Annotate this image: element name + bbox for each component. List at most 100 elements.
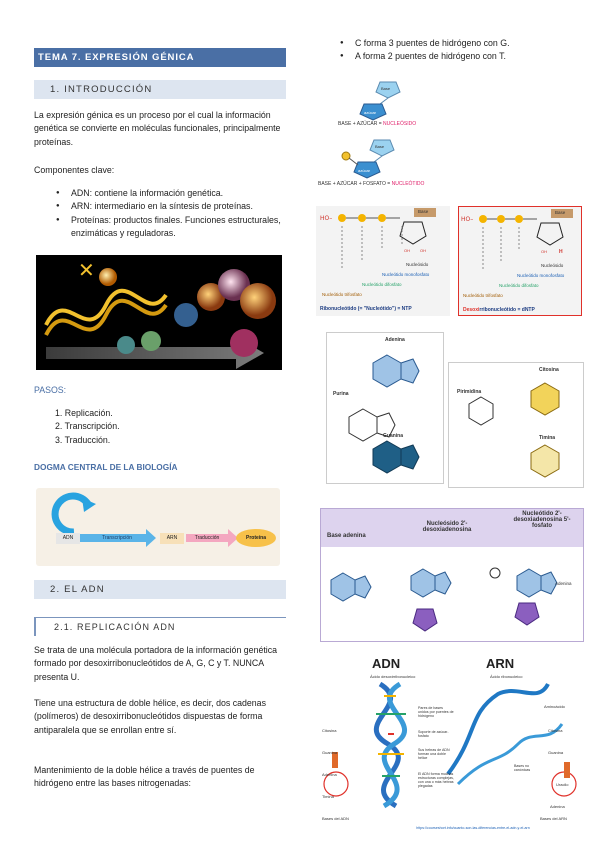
arn-label-citosina: Citosina <box>548 728 563 733</box>
citosina-label: Citosina <box>539 367 559 373</box>
list-item: 3. Traducción. <box>55 434 111 445</box>
gene-expression-illustration: ✕ <box>36 255 282 370</box>
steps-title: PASOS: <box>34 385 67 395</box>
nucleotide-caption: BASE + AZÚCAR + FOSFATO = NUCLEÓTIDO <box>318 181 425 187</box>
pyrimidine-figure: Citosina Pirimidina Timina <box>448 362 584 488</box>
timina-label: Timina <box>539 435 556 441</box>
pyrimidine-graphic <box>468 382 560 478</box>
ntp-graphic: HO– <box>320 208 436 270</box>
nucleoside-graphic <box>359 81 401 121</box>
dntp-nucleoside-label: Nucleósido <box>541 263 564 268</box>
source-link[interactable]: https://courseshort.info/cuanto-son-las-… <box>416 826 530 830</box>
dntp-oh-label: OH <box>541 249 547 254</box>
hydrogen-bond-list: C forma 3 puentes de hidrógeno con G. A … <box>318 37 578 64</box>
adn-mid-label: Sus hebras de ADN forman una doble hélic… <box>418 748 450 760</box>
purine-figure: Adenina Purina Guanina <box>326 332 444 484</box>
list-item: A forma 2 puentes de hidrógeno con T. <box>318 50 578 64</box>
list-item: ARN: intermediario en la síntesis de pro… <box>34 200 286 214</box>
arn-bases-label: Bases del ARN <box>540 816 567 821</box>
adn-mid-label: El ADN forma muchas estructuras compleja… <box>418 772 454 788</box>
adn-bases-label: Bases del ADN <box>322 816 349 821</box>
list-item: C forma 3 puentes de hidrógeno con G. <box>318 37 578 51</box>
dogma-arrows-graphic <box>51 492 276 547</box>
adn-subtitle: Ácido desoxirribonucleico <box>370 674 416 679</box>
adenina-label: Adenina <box>385 337 405 343</box>
pirimidina-label: Pirimidina <box>457 389 482 395</box>
nucleoside-base-label: Base <box>381 86 391 91</box>
section-heading-el-adn: 2. EL ADN <box>34 580 286 599</box>
list-item: 1. Replicación. <box>55 408 113 418</box>
ntp-base-label: Base <box>418 209 429 214</box>
arn-label-adenina: Adenina <box>550 804 565 809</box>
purine-graphic <box>348 354 420 474</box>
dogma-title: DOGMA CENTRAL DE LA BIOLOGÍA <box>34 462 178 472</box>
dogma-transcripcion-label: Transcripción <box>102 535 132 541</box>
table-header-cell: Nucleósido 2'-desoxiadenosina <box>422 521 472 533</box>
central-dogma-diagram: ADN Transcripción ARN Traducción Proteín… <box>36 488 280 566</box>
gene-expression-graphic: ✕ <box>44 258 276 369</box>
arn-label-uracilo: Uracilo <box>556 782 569 787</box>
svg-text:✕: ✕ <box>78 258 95 282</box>
adn-label-guanina: Guanina <box>322 750 338 755</box>
arn-label-guanina: Guanina <box>548 750 564 755</box>
ntp-oh2-label: OH <box>420 248 426 253</box>
table-adenina-label: Adenina <box>555 581 572 586</box>
svg-text:HO–: HO– <box>320 215 332 222</box>
dogma-proteina-label: Proteína <box>245 535 266 541</box>
dntp-di-label: Nucleótido difosfato <box>499 283 539 288</box>
helix-graphic <box>323 681 577 809</box>
adn-label-citosina: Citosina <box>322 728 337 733</box>
purina-label: Purina <box>333 391 349 397</box>
ntp-oh-label: OH <box>404 248 410 253</box>
adn-label-adenina: Adenina <box>322 772 337 777</box>
document-title-banner: TEMA 7. EXPRESIÓN GÉNICA <box>34 48 286 67</box>
section-heading-introduccion: 1. INTRODUCCIÓN <box>34 80 286 99</box>
nucleotide-figure: Base azúcar BASE + AZÚCAR + FOSFATO = NU… <box>318 138 438 190</box>
dntp-tri-label: Nucleótido trifosfato <box>463 293 503 298</box>
adn-mid-label: Soporte de azúcar-fosfato <box>418 730 449 738</box>
adenosine-table-figure: Base adenina Nucleósido 2'-desoxiadenosi… <box>320 508 584 642</box>
table-header-cell: Base adenina <box>327 533 366 539</box>
dogma-traduccion-label: Traducción <box>194 535 220 541</box>
ntp-di-label: Nucleótido difosfato <box>362 282 402 287</box>
subsection-heading-replicacion: 2.1. REPLICACIÓN ADN <box>34 617 286 636</box>
list-item: Proteínas: productos finales. Funciones … <box>34 214 286 241</box>
ntp-figure: HO– Base OH OH Nucleósido Nucleótido mon… <box>316 206 450 316</box>
list-item: 2. Transcripción. <box>55 421 120 432</box>
adn-label-timina: Timina <box>322 794 334 799</box>
list-item: ADN: contiene la información genética. <box>34 187 286 201</box>
nucleotide-graphic <box>341 139 395 179</box>
intro-paragraph: La expresión génica es un proceso por el… <box>34 110 281 147</box>
dntp-caption: Desoxirribonucleótido = dNTP <box>463 307 535 313</box>
dntp-graphic: HO– <box>461 209 573 271</box>
nucleoside-sugar-label: azúcar <box>364 110 377 115</box>
arn-title: ARN <box>486 656 515 671</box>
dntp-mono-label: Nucleótido monofosfato <box>517 273 565 278</box>
ntp-mono-label: Nucleótido monofosfato <box>382 272 430 277</box>
guanina-label: Guanina <box>383 433 404 439</box>
dntp-figure: HO– Base OH H Nucleósido Nucleótido mono… <box>458 206 582 316</box>
adn-title: ADN <box>372 656 401 671</box>
adn-arn-figure: ADN Ácido desoxirribonucleico ARN Ácido … <box>318 654 582 836</box>
adenosine-structures-graphic <box>330 567 558 632</box>
ntp-nucleoside-label: Nucleósido <box>406 262 429 267</box>
nucleoside-figure: Base azúcar BASE + AZÚCAR = NUCLEÓSIDO <box>334 80 444 130</box>
components-list: ADN: contiene la información genética. A… <box>34 187 286 241</box>
svg-text:HO–: HO– <box>461 216 473 223</box>
dntp-h-label: H <box>559 249 563 255</box>
paragraph-double-helix: Tiene una estructura de doble hélice, es… <box>34 698 266 735</box>
arn-label-aminoacido: Aminoácido <box>544 704 565 709</box>
ntp-tri-label: Nucleótido trifosfato <box>322 292 362 297</box>
ntp-caption: Ribonucleótido (= "Nucleótido") = NTP <box>320 306 412 312</box>
table-header-cell: Nucleótido 2'-desoxiadenosina 5'-fosfato <box>513 511 571 529</box>
paragraph-hydrogen-bonds: Mantenimiento de la doble hélice a travé… <box>34 765 255 789</box>
dogma-adn-box: ADN <box>56 533 80 544</box>
adn-mid-label: Pares de bases unidos por puentes de hid… <box>418 706 454 718</box>
nucleotide-sugar-label: azúcar <box>358 168 371 173</box>
arn-label-no-canonicas: Bases no canónicas <box>514 764 531 772</box>
dntp-base-label: Base <box>555 210 566 215</box>
table-header <box>321 509 583 547</box>
paragraph-adn-definition: Se trata de una molécula portadora de la… <box>34 645 278 682</box>
nucleotide-base-label: Base <box>375 144 385 149</box>
arn-subtitle: Ácido ribonucleico <box>490 674 523 679</box>
